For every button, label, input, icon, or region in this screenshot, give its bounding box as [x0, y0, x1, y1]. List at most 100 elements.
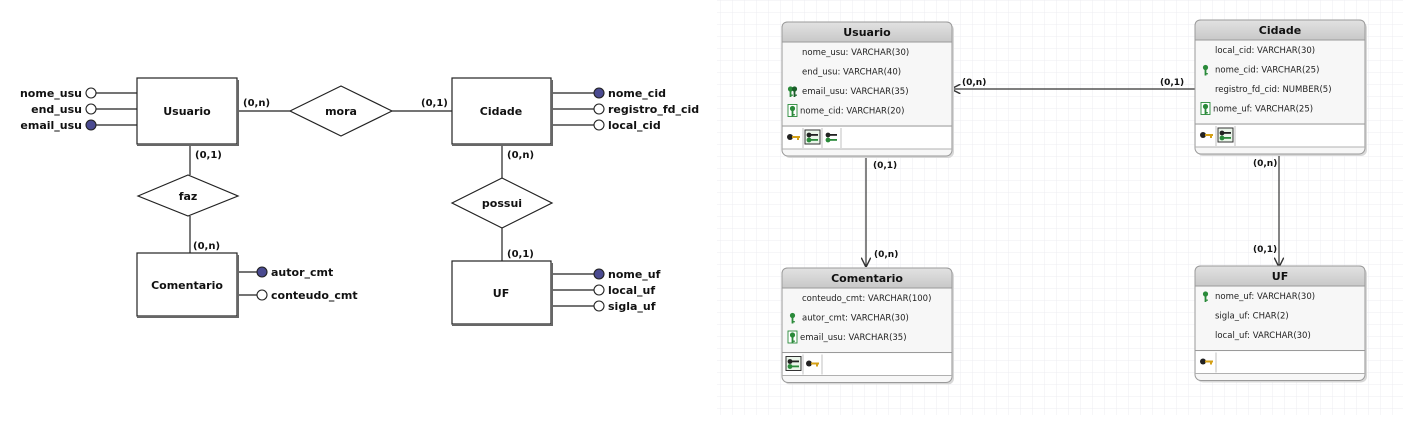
entity-usuario[interactable]: Usuario	[136, 77, 239, 146]
attribute-end-usu[interactable]: end_usu	[31, 103, 97, 116]
table-footer	[783, 353, 951, 376]
foreign-key-icon	[787, 330, 798, 344]
conceptual-connectors	[96, 92, 594, 307]
foreign-key-icon	[791, 86, 798, 97]
entity-comentario[interactable]: Comentario	[136, 252, 239, 318]
entity-usuario-label: Usuario	[163, 105, 211, 118]
table-header	[781, 267, 953, 289]
attribute-label: local_cid	[608, 119, 661, 132]
cardinality-faz-comentario: (0,n)	[193, 241, 220, 252]
primary-key-list-icon[interactable]	[806, 360, 819, 367]
cardinality-usuario-faz: (0,1)	[195, 150, 222, 161]
key-icon	[789, 332, 796, 343]
relationship-faz-label: faz	[179, 190, 198, 203]
attribute-label: autor_cmt	[271, 266, 333, 279]
table-title: UF	[1272, 270, 1288, 283]
table-column[interactable]: registro_fd_cid: NUMBER(5)	[1215, 85, 1332, 95]
table-uf[interactable]: UF nome_uf: VARCHAR(30) sigla_uf: CHAR(2) l…	[1194, 265, 1367, 383]
table-title: Cidade	[1259, 24, 1301, 37]
cardinality-mora-cidade: (0,1)	[421, 98, 448, 109]
table-title: Comentario	[831, 272, 903, 285]
attribute-nome-uf[interactable]: nome_uf	[593, 268, 661, 281]
entity-comentario-label: Comentario	[151, 279, 223, 292]
primary-key-list-icon[interactable]	[1200, 132, 1213, 138]
attribute-email-usu[interactable]: email_usu	[20, 119, 97, 132]
table-footer	[783, 127, 951, 149]
attribute-label: registro_fd_cid	[608, 103, 699, 116]
attribute-nome-cid[interactable]: nome_cid	[593, 87, 666, 100]
cardinality-cidade-side: (0,1)	[1160, 78, 1184, 88]
cardinality-comentario-up: (0,n)	[874, 250, 898, 260]
key-list-box-icon[interactable]	[1217, 127, 1234, 143]
attribute-label: local_uf	[608, 284, 655, 297]
key-icon	[1202, 103, 1209, 115]
table-column[interactable]: email_usu: VARCHAR(35)	[802, 87, 909, 97]
attribute-label: conteudo_cmt	[271, 289, 358, 302]
key-icon	[789, 105, 796, 117]
table-column[interactable]: local_cid: VARCHAR(30)	[1215, 46, 1315, 56]
primary-key-icon	[789, 312, 796, 324]
entity-uf[interactable]: UF	[451, 260, 553, 326]
attribute-sigla-uf[interactable]: sigla_uf	[593, 300, 656, 313]
cardinality-cidade-down: (0,n)	[1253, 159, 1277, 169]
entity-cidade[interactable]: Cidade	[451, 77, 553, 146]
attribute-local-cid[interactable]: local_cid	[593, 119, 661, 132]
cardinality-usuario-side: (0,n)	[962, 78, 986, 88]
attribute-local-uf[interactable]: local_uf	[593, 284, 655, 297]
primary-foreign-key-icon	[787, 86, 798, 97]
logical-connectors	[866, 89, 1279, 266]
attribute-label: nome_uf	[608, 268, 661, 281]
conceptual-model: Usuario Cidade Comentario UF mora faz	[20, 77, 699, 326]
key-list-box-icon[interactable]	[785, 356, 802, 371]
cardinality-cidade-possui: (0,n)	[507, 150, 534, 161]
relationship-possui-label: possui	[482, 197, 522, 210]
table-column[interactable]: end_usu: VARCHAR(40)	[802, 68, 901, 78]
table-comentario[interactable]: Comentario conteudo_cmt: VARCHAR(100) auto…	[781, 267, 954, 385]
foreign-key-list-icon[interactable]	[825, 132, 837, 143]
attribute-label: sigla_uf	[608, 300, 656, 313]
table-header	[1194, 19, 1366, 41]
relationship-possui[interactable]: possui	[450, 177, 554, 229]
attribute-label: nome_cid	[608, 87, 666, 100]
relationship-faz[interactable]: faz	[136, 174, 240, 217]
relationship-mora-label: mora	[325, 105, 357, 118]
cardinality-usuario-mora: (0,n)	[243, 98, 270, 109]
cardinality-usuario-down: (0,1)	[873, 161, 897, 171]
primary-key-list-icon[interactable]	[1200, 358, 1213, 365]
table-footer	[1196, 351, 1364, 374]
attribute-label: email_usu	[20, 119, 82, 132]
table-column[interactable]: nome_uf: VARCHAR(30)	[1215, 292, 1315, 302]
table-column[interactable]: autor_cmt: VARCHAR(30)	[802, 314, 909, 324]
table-column[interactable]: local_uf: VARCHAR(30)	[1215, 331, 1311, 341]
table-header	[781, 21, 953, 43]
table-footer	[1196, 125, 1364, 147]
attribute-autor-cmt[interactable]: autor_cmt	[256, 266, 333, 279]
table-column[interactable]: nome_cid: VARCHAR(25)	[1215, 66, 1319, 76]
primary-key-icon	[1202, 64, 1209, 76]
primary-key-icon	[1202, 291, 1209, 302]
cardinality-possui-uf: (0,1)	[507, 249, 534, 260]
table-column[interactable]: nome_cid: VARCHAR(20)	[800, 107, 904, 117]
attribute-conteudo-cmt[interactable]: conteudo_cmt	[256, 289, 358, 302]
table-usuario[interactable]: Usuario nome_usu: VARCHAR(30) end_usu: VAR…	[781, 21, 954, 158]
table-column[interactable]: conteudo_cmt: VARCHAR(100)	[802, 294, 931, 304]
logical-model: (0,n) (0,1) (0,1) (0,n) (0,n) (0,1) Usua…	[717, 0, 1403, 415]
attribute-nome-usu[interactable]: nome_usu	[20, 87, 97, 100]
table-column[interactable]: sigla_uf: CHAR(2)	[1215, 312, 1289, 322]
table-cidade[interactable]: Cidade local_cid: VARCHAR(30) nome_cid: VA…	[1194, 19, 1367, 156]
table-column[interactable]: nome_usu: VARCHAR(30)	[802, 48, 909, 58]
primary-key-icon	[787, 86, 794, 97]
entity-uf-label: UF	[493, 287, 509, 300]
table-header	[1194, 265, 1366, 287]
key-list-box-icon[interactable]	[804, 129, 821, 145]
attribute-label: end_usu	[31, 103, 82, 116]
table-title: Usuario	[843, 26, 891, 39]
table-column[interactable]: email_usu: VARCHAR(35)	[800, 333, 907, 343]
foreign-key-icon	[787, 104, 798, 117]
entity-cidade-label: Cidade	[480, 105, 522, 118]
cardinality-uf-up: (0,1)	[1253, 245, 1277, 255]
table-column[interactable]: nome_uf: VARCHAR(25)	[1213, 105, 1313, 115]
relationship-mora[interactable]: mora	[288, 85, 394, 137]
primary-key-list-icon[interactable]	[787, 134, 800, 140]
attribute-registro-fd-cid[interactable]: registro_fd_cid	[593, 103, 699, 116]
